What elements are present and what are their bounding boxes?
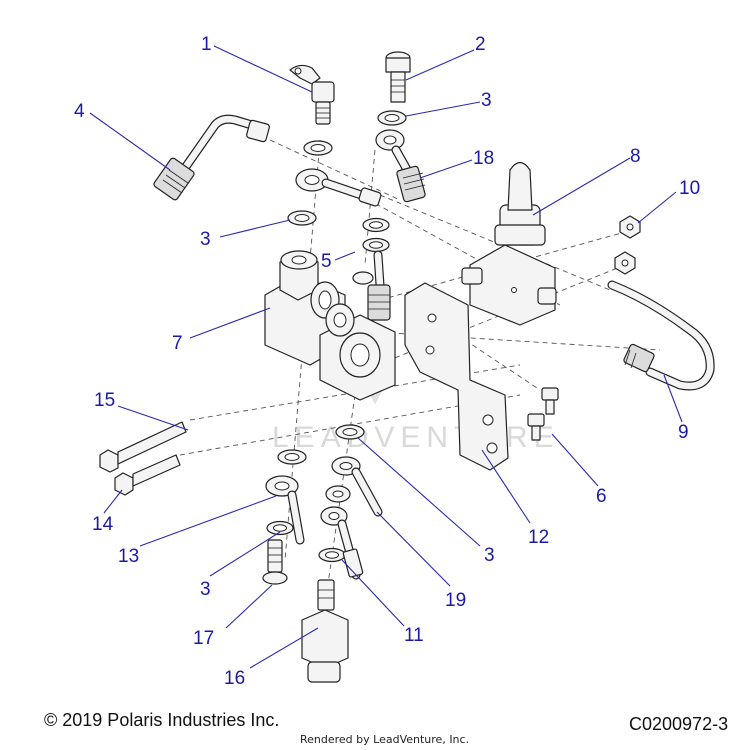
banjo-fitting-part-18 xyxy=(375,129,426,203)
bolts-part-6 xyxy=(527,387,559,441)
drawing-code: C0200972-3 xyxy=(629,714,729,734)
valve-body-part-7 xyxy=(264,250,396,401)
rendered-by-credit: Rendered by LeadVenture, Inc. xyxy=(300,733,470,746)
callout-16: 16 xyxy=(224,668,245,689)
callout-7: 7 xyxy=(172,333,183,354)
bleeder-valve-part-1 xyxy=(289,64,335,125)
callout-2: 2 xyxy=(475,34,486,55)
callout-17: 17 xyxy=(193,628,214,649)
callout-11: 11 xyxy=(404,625,424,646)
watermark-text: LEADVENTURE xyxy=(272,421,560,454)
callout-4: 4 xyxy=(74,101,85,122)
banjo-fitting-part-13 xyxy=(265,475,305,545)
brake-line-part-4 xyxy=(153,114,270,201)
mounting-bracket-part-12 xyxy=(404,282,509,471)
banjo-fitting-part-19 xyxy=(325,456,383,517)
callout-8: 8 xyxy=(630,146,641,167)
banjo-bolt-part-2 xyxy=(385,51,411,103)
callout-3-lower: 3 xyxy=(200,579,211,600)
banjo-fitting-upper xyxy=(295,168,382,207)
proportioning-valve-part-8 xyxy=(461,161,557,326)
fitting-part-16 xyxy=(301,579,349,683)
callout-3-left: 3 xyxy=(200,229,211,250)
fitting-part-5 xyxy=(352,250,391,321)
callout-18: 18 xyxy=(473,148,494,169)
callout-14: 14 xyxy=(92,514,114,535)
callout-6: 6 xyxy=(596,486,607,507)
watermark-logo: LEADVENTURE xyxy=(272,371,560,454)
callout-1: 1 xyxy=(201,34,212,55)
copyright-notice: © 2019 Polaris Industries Inc. xyxy=(44,710,280,730)
callout-numbers: 1 2 3 4 18 8 10 3 5 7 15 9 6 14 12 13 3 … xyxy=(74,34,700,689)
callout-13: 13 xyxy=(118,546,139,567)
callout-5: 5 xyxy=(321,251,332,272)
crush-washers-part-3 xyxy=(266,110,407,563)
callout-15: 15 xyxy=(94,390,115,411)
callout-leaders xyxy=(89,45,683,669)
nuts-part-10 xyxy=(614,215,641,275)
assembly-lines xyxy=(179,139,661,641)
banjo-fitting-part-11 xyxy=(320,506,364,580)
callout-12: 12 xyxy=(528,527,549,548)
callout-10: 10 xyxy=(679,178,700,199)
callout-9: 9 xyxy=(678,422,689,443)
callout-19: 19 xyxy=(445,590,466,611)
brake-line-part-9 xyxy=(607,280,715,391)
callout-3-right: 3 xyxy=(484,545,495,566)
banjo-bolt-part-17 xyxy=(262,539,288,585)
long-bolts-part-14-15 xyxy=(99,421,187,496)
callout-3-upper: 3 xyxy=(481,90,492,111)
